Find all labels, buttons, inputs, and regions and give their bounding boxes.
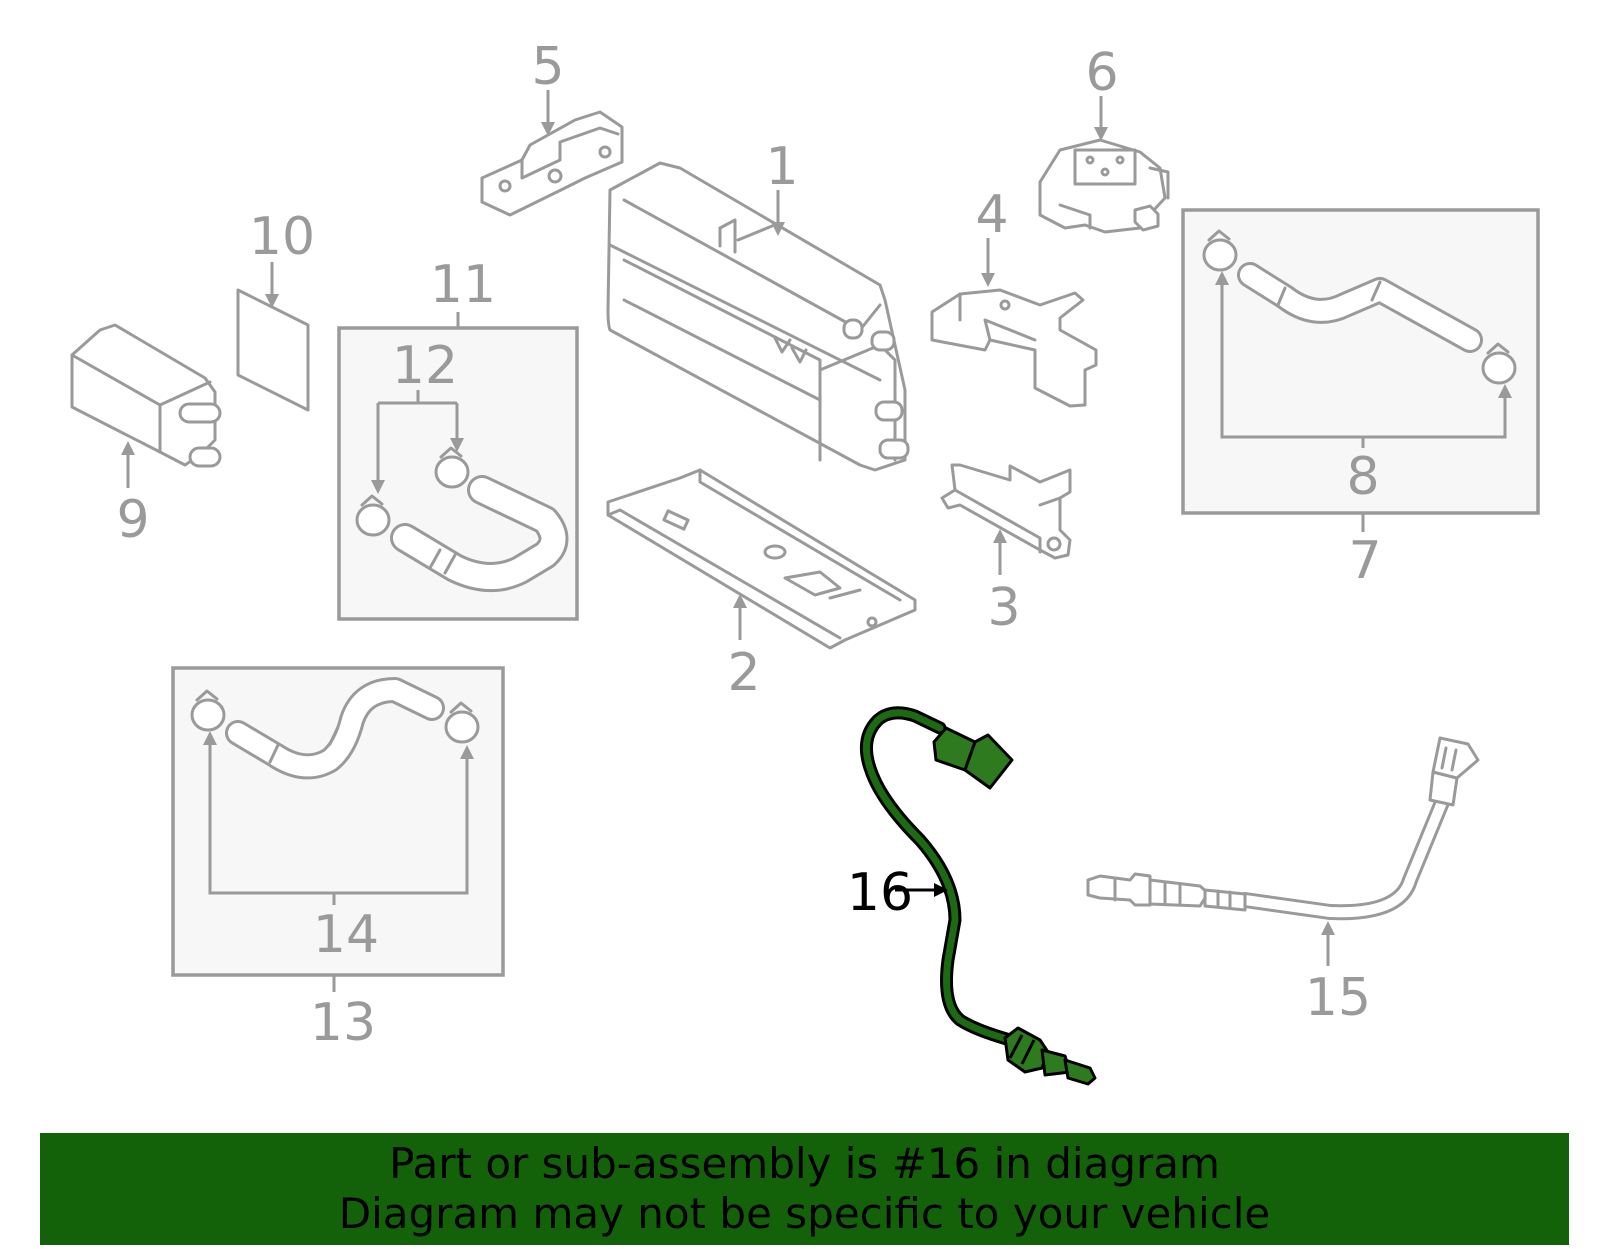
part-8-clamp-left[interactable] (1202, 229, 1238, 272)
part-7-hose[interactable] (1237, 262, 1483, 353)
callout-10: 10 (249, 207, 315, 267)
banner-line-1: Part or sub-assembly is #16 in diagram (389, 1139, 1220, 1188)
callout-11: 11 (430, 255, 496, 315)
callout-8: 8 (1346, 447, 1379, 507)
part-3-bracket[interactable] (940, 463, 1072, 560)
callout-2: 2 (727, 643, 760, 703)
callout-14: 14 (313, 905, 379, 965)
callout-4: 4 (975, 185, 1008, 245)
callout-1: 1 (765, 137, 798, 197)
callout-5: 5 (531, 37, 564, 97)
part-4-bracket[interactable] (930, 288, 1098, 408)
part-12-clamp-right[interactable] (434, 446, 470, 489)
callout-12: 12 (392, 336, 458, 396)
callout-15: 15 (1305, 968, 1371, 1028)
part-5-bracket[interactable] (480, 110, 624, 217)
callout-7: 7 (1348, 531, 1381, 591)
part-14-clamp-left[interactable] (190, 689, 226, 732)
part-11-hose[interactable] (390, 475, 569, 593)
info-banner: Part or sub-assembly is #16 in diagram D… (40, 1133, 1569, 1245)
callout-16: 16 (847, 863, 913, 923)
part-9-filter[interactable] (70, 323, 222, 468)
callout-9: 9 (116, 490, 149, 550)
part-14-clamp-right[interactable] (444, 701, 480, 744)
part-2-tray[interactable] (606, 468, 917, 650)
banner-line-2: Diagram may not be specific to your vehi… (338, 1189, 1271, 1238)
part-16-oxygen-sensor-highlighted[interactable] (859, 706, 1097, 1086)
part-8-clamp-right[interactable] (1481, 342, 1517, 385)
callout-6: 6 (1085, 43, 1118, 103)
part-12-clamp-left[interactable] (355, 494, 391, 537)
callout-13: 13 (310, 993, 376, 1053)
group-7-box (1181, 208, 1540, 515)
part-10-pad[interactable] (236, 288, 310, 412)
callout-3: 3 (987, 578, 1020, 638)
part-6-purge-valve[interactable] (1038, 138, 1170, 234)
part-15-oxygen-sensor[interactable] (1086, 736, 1480, 921)
part-13-hose[interactable] (225, 677, 445, 780)
part-1-evap-canister[interactable] (606, 161, 910, 472)
